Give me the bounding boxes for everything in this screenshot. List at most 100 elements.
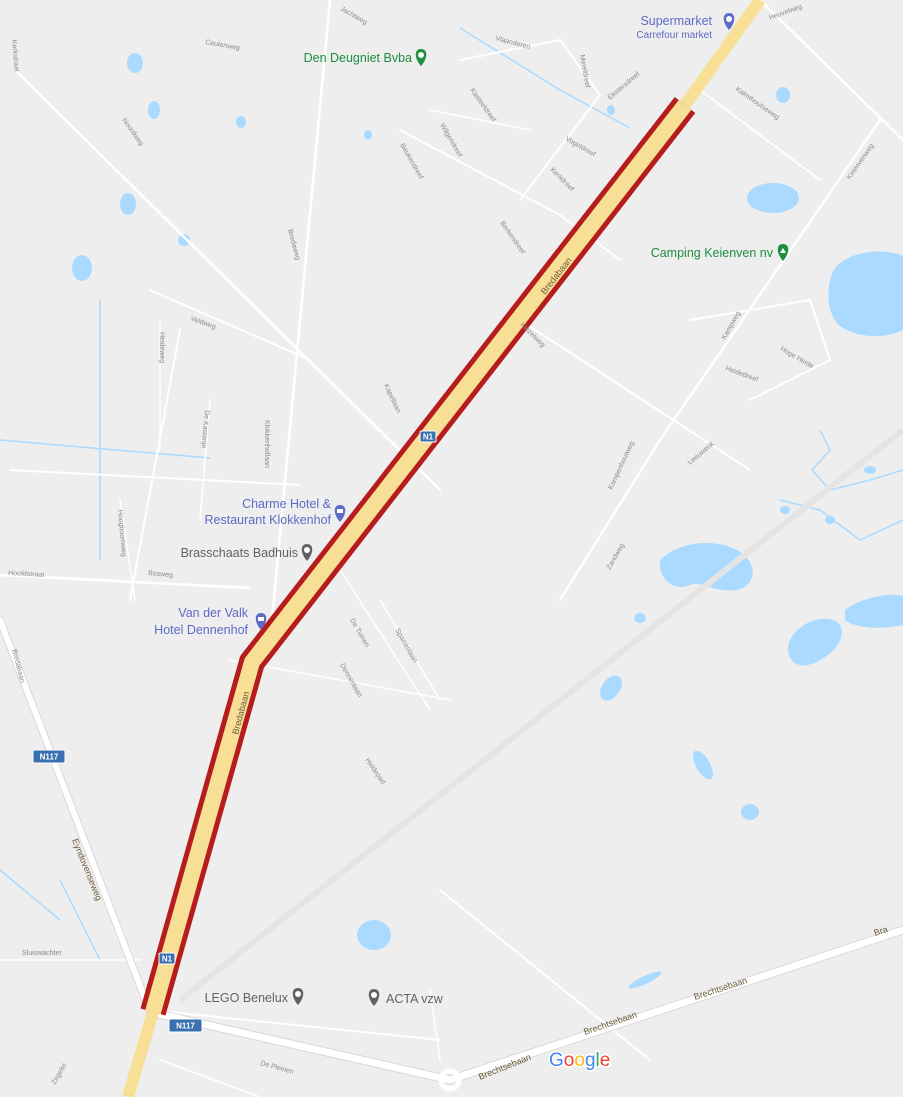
brechtsebaan-label: Bra (873, 924, 889, 938)
pond (659, 542, 753, 591)
street-label: Kerkstraat (10, 40, 20, 72)
shield-label: N117 (40, 753, 59, 762)
n1-north-segment (680, 0, 765, 109)
street (459, 38, 602, 201)
street (439, 889, 651, 1061)
brechtsebaan-road (146, 926, 903, 1084)
poi-label: Van der Valk (178, 606, 248, 620)
pond (634, 613, 646, 623)
google-logo-letter: g (585, 1050, 596, 1071)
street (429, 109, 531, 131)
shield-icon (32, 749, 66, 764)
pond (776, 87, 790, 103)
street (429, 989, 441, 1061)
poi-sublabel: Carrefour market (636, 30, 712, 41)
street (399, 129, 621, 261)
n117-shield: N117 (32, 749, 66, 764)
street (699, 89, 821, 181)
street-label: Sluiswachter (22, 950, 62, 957)
street (689, 298, 832, 401)
shield-icon (419, 430, 437, 443)
n1-south-segment (122, 1010, 159, 1097)
street (379, 599, 441, 701)
pond (178, 234, 190, 246)
street (519, 319, 751, 471)
shield-label: N1 (423, 433, 434, 442)
pond (780, 506, 790, 514)
street (199, 399, 211, 521)
poi-acta[interactable]: ACTA vzw (368, 989, 444, 1006)
shield-label: N1 (162, 955, 173, 964)
street (129, 329, 181, 601)
google-logo-letter: e (600, 1050, 611, 1071)
pond (148, 101, 160, 119)
streams (0, 27, 903, 961)
poi-charme-hotel[interactable]: Charme Hotel & Restaurant Klokkenhof (205, 497, 346, 527)
poi-camping[interactable]: Camping Keienven nv (651, 244, 789, 261)
poi-label: Supermarket (640, 14, 712, 28)
street-label: Hoogboomweg (116, 510, 127, 558)
shop-pin-icon (415, 49, 427, 66)
hotel-pin-icon (334, 505, 346, 522)
pond (741, 804, 759, 820)
pond (364, 130, 372, 140)
stream (0, 439, 211, 459)
pond (120, 193, 136, 215)
street-label: Bosweg (148, 570, 174, 579)
poi-label: Hotel Dennenhof (154, 623, 248, 637)
points-of-interest: Supermarket Carrefour market Den Deugnie… (154, 13, 789, 1006)
pond (825, 516, 835, 524)
n117-road (0, 617, 153, 1015)
pond (692, 750, 714, 780)
shopping-cart-icon (723, 13, 735, 30)
tent-pin-icon (777, 244, 789, 261)
route-fill (145, 100, 692, 1015)
route-shields: N1 N1 N117 N117 (32, 430, 437, 1033)
highlighted-route (140, 97, 696, 1016)
n1-shield: N1 (419, 430, 437, 443)
stream (0, 869, 61, 921)
street (339, 569, 431, 711)
poi-label: Brasschaats Badhuis (181, 546, 298, 560)
street-label: Klokkenhoflaan (263, 420, 270, 468)
poi-supermarket[interactable]: Supermarket Carrefour market (636, 13, 735, 41)
stream (59, 879, 101, 961)
street (270, 0, 332, 622)
street-label: Hoofdstraat (8, 570, 45, 579)
street (0, 573, 252, 590)
place-pin-icon (292, 988, 304, 1005)
poi-brasschaats-badhuis[interactable]: Brasschaats Badhuis (181, 544, 313, 561)
poi-van-der-valk[interactable]: Van der Valk Hotel Dennenhof (154, 606, 267, 637)
water-features (72, 53, 903, 989)
street (13, 68, 442, 492)
poi-label: Camping Keienven nv (651, 246, 774, 260)
pond (127, 53, 143, 73)
lake-keienven (828, 251, 903, 337)
street (9, 469, 301, 486)
pond (788, 618, 842, 666)
google-logo-letter: o (574, 1050, 585, 1071)
poi-den-deugniet[interactable]: Den Deugniet Bvba (304, 49, 427, 66)
pond (864, 466, 876, 474)
street (758, 0, 903, 142)
poi-lego-benelux[interactable]: LEGO Benelux (205, 988, 304, 1005)
pond (607, 105, 615, 115)
street (159, 1059, 261, 1097)
pond (628, 971, 662, 989)
place-pin-icon (368, 989, 380, 1006)
rail-corridor (178, 427, 903, 1003)
pond (236, 116, 246, 128)
stream (459, 27, 631, 129)
roundabout (438, 1068, 462, 1092)
street-label: Heideweg (158, 332, 165, 363)
pond (845, 594, 903, 628)
poi-label: Restaurant Klokkenhof (205, 513, 332, 527)
street (149, 289, 311, 361)
street (119, 499, 136, 601)
pond (600, 675, 622, 701)
street-label: De Kastanje (200, 410, 210, 449)
